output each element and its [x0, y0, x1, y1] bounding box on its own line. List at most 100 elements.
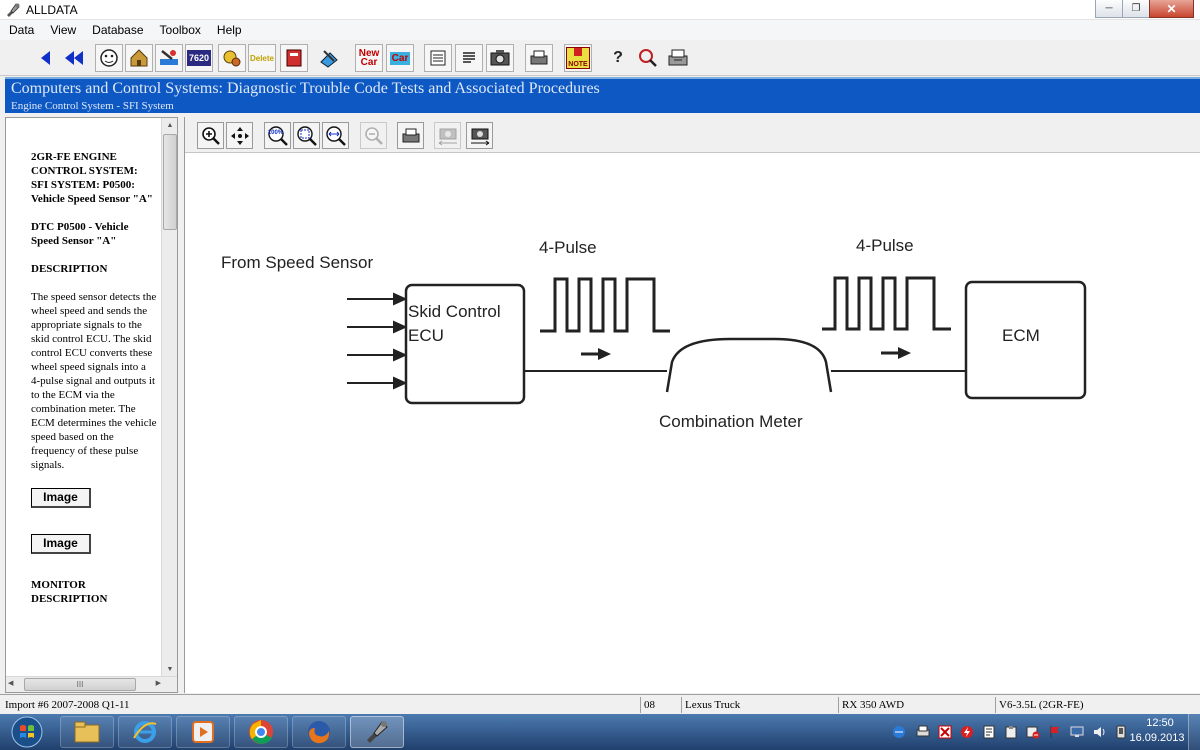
scroll-left-arrow-icon[interactable]: ◀: [8, 680, 14, 687]
tray-antivirus-icon[interactable]: [938, 725, 952, 739]
skid-control-ecu-box: [404, 283, 526, 405]
home-button[interactable]: [125, 44, 153, 72]
status-engine: V6-3.5L (2GR-FE): [995, 697, 1198, 713]
tray-flash-icon[interactable]: [960, 725, 974, 739]
previous-image-button[interactable]: [434, 122, 461, 149]
tray-volume-icon[interactable]: [1092, 725, 1106, 739]
document-subtitle: Engine Control System - SFI System: [11, 100, 174, 112]
scroll-up-arrow-icon[interactable]: ▲: [166, 122, 174, 129]
image-print-button[interactable]: [397, 122, 424, 149]
windows-logo-icon: [11, 716, 43, 748]
vehicle-info-button[interactable]: [95, 44, 123, 72]
back-button[interactable]: [32, 44, 60, 72]
next-image-button[interactable]: [466, 122, 493, 149]
clock-time[interactable]: 12:50: [1146, 717, 1174, 729]
tray-document-icon[interactable]: [982, 725, 996, 739]
clock-date[interactable]: 16.09.2013: [1129, 732, 1185, 744]
car-label: Car: [391, 52, 409, 64]
show-desktop-button[interactable]: [1188, 714, 1200, 750]
status-model: RX 350 AWD: [838, 697, 995, 713]
signal-direction-arrow-left: [581, 348, 611, 360]
ecm-box: [964, 280, 1087, 400]
delete-icon: Delete: [250, 54, 274, 63]
image-viewer-pane: 100% From Speed Sensor: [184, 117, 1200, 693]
tsb-button[interactable]: 7620: [185, 44, 213, 72]
document-header: Computers and Control Systems: Diagnosti…: [5, 77, 1200, 113]
left-vertical-scrollbar[interactable]: ▲ ▼: [161, 118, 177, 678]
left-horizontal-scrollbar[interactable]: ◀ III ▶: [6, 676, 177, 692]
taskbar-chrome[interactable]: [234, 716, 288, 748]
tray-flag-icon[interactable]: [1048, 725, 1062, 739]
maximize-button[interactable]: ❐: [1122, 0, 1149, 18]
menu-view[interactable]: View: [50, 23, 77, 37]
components-button[interactable]: [218, 44, 246, 72]
car-icon: Car: [389, 51, 411, 65]
title-bar: ALLDATA ─ ❐ ✕: [0, 0, 1200, 20]
zoom-width-button[interactable]: [322, 122, 349, 149]
zoom-fit-button[interactable]: [293, 122, 320, 149]
bookmark-button[interactable]: [315, 44, 343, 72]
rewind-button[interactable]: [60, 44, 88, 72]
delete-button[interactable]: Delete: [248, 44, 276, 72]
zoom-100-button[interactable]: 100%: [264, 122, 291, 149]
tray-device-icon[interactable]: [1114, 725, 1128, 739]
next-image-icon: [470, 128, 489, 145]
image-button-1[interactable]: Image: [31, 488, 91, 508]
skid-control-ecu-label-1: Skid Control: [408, 302, 501, 321]
zoom-out-tool-button[interactable]: [360, 122, 387, 149]
new-car-label-1: New: [358, 48, 380, 59]
book-button[interactable]: [280, 44, 308, 72]
minimize-button[interactable]: ─: [1095, 0, 1122, 18]
menu-database[interactable]: Database: [92, 23, 144, 37]
back-icon: [41, 51, 50, 65]
taskbar-firefox[interactable]: [292, 716, 346, 748]
printer-setup-button[interactable]: [664, 44, 692, 72]
pan-icon: [230, 126, 249, 145]
zoom-in-tool-button[interactable]: [197, 122, 224, 149]
previous-image-icon: [438, 128, 457, 145]
search-button[interactable]: [634, 44, 662, 72]
text-button[interactable]: [455, 44, 483, 72]
navigation-pane[interactable]: 2GR-FE ENGINE CONTROL SYSTEM: SFI SYSTEM…: [5, 117, 178, 693]
print-icon: [530, 50, 548, 65]
taskbar-media-player[interactable]: [176, 716, 230, 748]
note-button[interactable]: NOTE: [564, 44, 592, 72]
taskbar-explorer[interactable]: [60, 716, 114, 748]
image-button-2[interactable]: Image: [31, 534, 91, 554]
firefox-icon: [308, 721, 330, 744]
taskbar-ie[interactable]: [118, 716, 172, 748]
horizontal-scroll-thumb[interactable]: III: [24, 678, 136, 691]
system-tray: [888, 714, 1200, 750]
ecm-label: ECM: [1002, 326, 1040, 345]
taskbar-alldata[interactable]: [350, 716, 404, 748]
print-button[interactable]: [525, 44, 553, 72]
menu-toolbox[interactable]: Toolbox: [159, 23, 201, 37]
tray-blocked-icon[interactable]: [1026, 725, 1040, 739]
camera-button[interactable]: [486, 44, 514, 72]
repair-button[interactable]: [155, 44, 183, 72]
start-button[interactable]: [3, 715, 51, 749]
scroll-right-arrow-icon[interactable]: ▶: [155, 680, 161, 687]
menu-help[interactable]: Help: [216, 23, 242, 37]
car-button[interactable]: Car: [386, 44, 414, 72]
vertical-scroll-thumb[interactable]: [163, 134, 177, 230]
close-button[interactable]: ✕: [1149, 0, 1194, 18]
pan-tool-button[interactable]: [226, 122, 253, 149]
scroll-down-arrow-icon[interactable]: ▼: [166, 666, 174, 673]
menu-data[interactable]: Data: [9, 23, 35, 37]
tray-printer-icon[interactable]: [916, 725, 930, 739]
delete-label: Delete: [249, 53, 274, 63]
list-button[interactable]: [424, 44, 452, 72]
camera-icon: [490, 50, 510, 66]
tray-clipboard-icon[interactable]: [1004, 725, 1018, 739]
menu-bar: Data View Database Toolbox Help: [0, 20, 1200, 40]
tray-monitor-icon[interactable]: [1070, 725, 1084, 739]
combination-meter-label: Combination Meter: [659, 412, 803, 431]
help-button[interactable]: ?: [604, 44, 632, 72]
tray-network-icon[interactable]: [892, 725, 906, 739]
windows-taskbar: 12:50 16.09.2013: [0, 714, 1200, 750]
help-icon: ?: [613, 49, 623, 66]
image-print-icon: [402, 128, 419, 142]
